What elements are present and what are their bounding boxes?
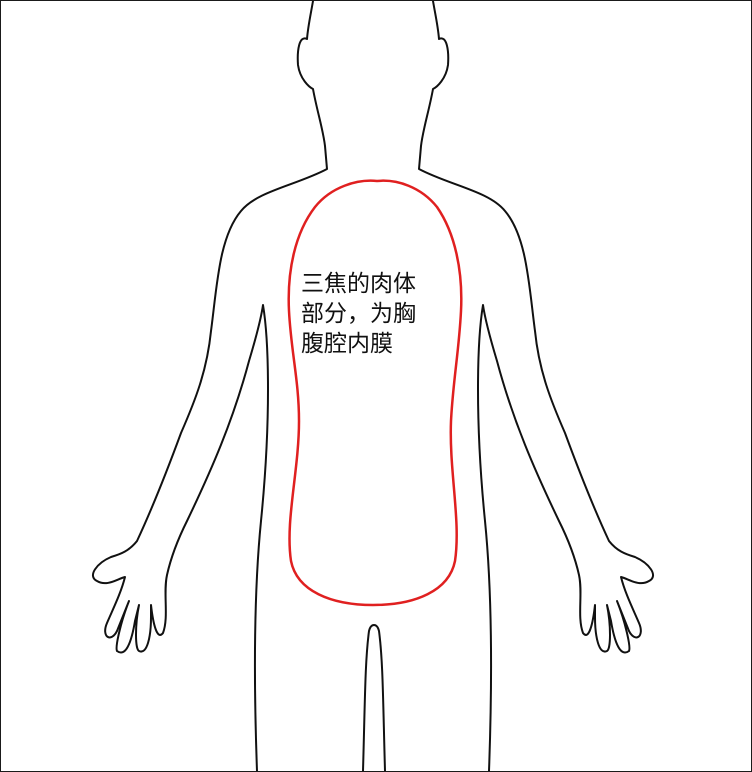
sanjiao-label: 三焦的肉体 部分，为胸 腹腔内膜 xyxy=(301,269,471,359)
label-line-1: 三焦的肉体 xyxy=(301,269,471,299)
body-outline-path xyxy=(93,1,327,771)
label-line-2: 部分，为胸 xyxy=(301,299,471,329)
leg-inner-outline xyxy=(363,625,385,771)
label-line-3: 腹腔内膜 xyxy=(301,329,471,359)
sanjiao-region-outline xyxy=(289,181,462,605)
